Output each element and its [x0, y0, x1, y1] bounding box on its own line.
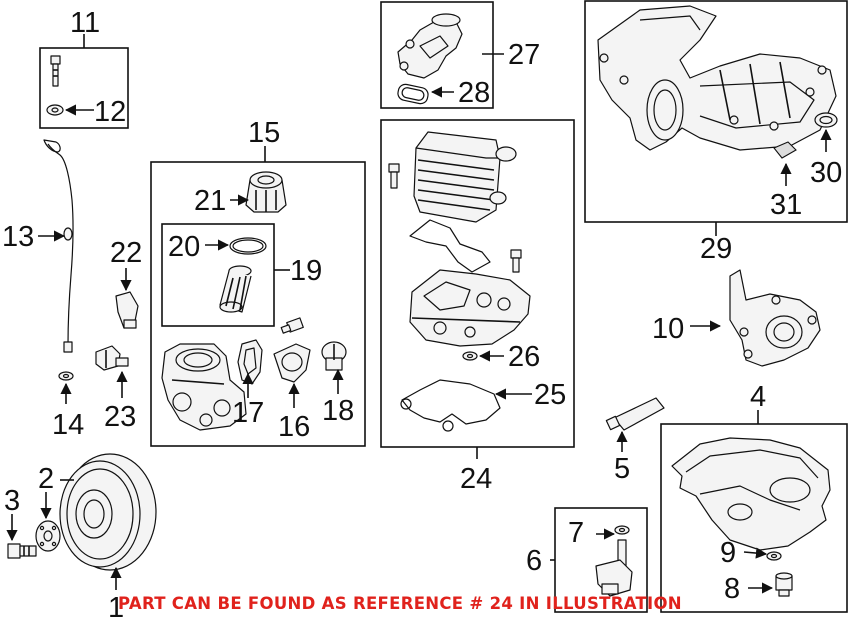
callout-26: 26 — [508, 341, 540, 373]
callout-27: 27 — [508, 39, 540, 71]
washer-part-9 — [766, 551, 782, 561]
leader-lines — [6, 34, 832, 594]
gasket-part-25 — [400, 379, 501, 432]
oil-cooler-part — [413, 131, 517, 223]
bolt-part — [50, 55, 61, 87]
callout-22: 22 — [110, 237, 142, 269]
callout-12: 12 — [94, 96, 126, 128]
callout-13: 13 — [2, 221, 34, 253]
gasket-part-17 — [237, 339, 263, 385]
group-box-27 — [380, 1, 494, 109]
washer-part-14 — [58, 371, 74, 381]
callout-31: 31 — [770, 189, 802, 221]
crankshaft-pulley-part — [59, 453, 157, 571]
washer-part-26 — [462, 351, 478, 361]
callout-18: 18 — [322, 395, 354, 427]
group-box-4 — [660, 423, 848, 613]
filter-cap-part — [245, 171, 287, 213]
o-ring-part — [229, 237, 267, 255]
drain-plug-part — [775, 572, 793, 597]
filter-element-part — [219, 265, 252, 313]
oil-pan-part — [671, 437, 831, 551]
adapter-part-27 — [397, 13, 463, 79]
gasket-part-16 — [273, 343, 311, 383]
callout-20: 20 — [168, 231, 200, 263]
pulley-bolt-part — [7, 543, 37, 559]
callout-10: 10 — [652, 313, 684, 345]
callout-16: 16 — [278, 411, 310, 443]
sealant-tube-part — [605, 397, 665, 431]
callout-5: 5 — [614, 453, 630, 485]
callout-6: 6 — [526, 545, 542, 577]
callout-29: 29 — [700, 233, 732, 265]
group-box-19 — [161, 223, 275, 327]
pad-part-31 — [773, 141, 797, 159]
washer-part-2 — [35, 520, 61, 552]
callout-15: 15 — [248, 117, 280, 149]
callout-7: 7 — [568, 517, 584, 549]
filter-housing-part — [161, 343, 247, 431]
callout-2: 2 — [38, 463, 54, 495]
oil-module-housing-part — [409, 269, 531, 347]
cooler-gasket-part — [409, 219, 491, 273]
bolt-part-24b — [510, 249, 522, 273]
callout-19: 19 — [290, 255, 322, 287]
sensor-part-23 — [95, 345, 129, 371]
callout-8: 8 — [724, 573, 740, 605]
callout-25: 25 — [534, 379, 566, 411]
group-box-15 — [150, 161, 366, 447]
callout-1: 1 — [108, 592, 124, 621]
bolt-part-24a — [388, 163, 400, 189]
callout-21: 21 — [194, 185, 226, 217]
washer-part-7 — [614, 525, 630, 535]
dipstick-part — [43, 139, 74, 353]
callout-4: 4 — [750, 381, 766, 413]
bolt-part-15 — [280, 317, 304, 334]
cover-part-10 — [729, 269, 821, 367]
sensor-part-22 — [115, 291, 139, 329]
callout-24: 24 — [460, 463, 492, 495]
callout-30: 30 — [810, 157, 842, 189]
seal-part-30 — [814, 112, 838, 128]
callout-23: 23 — [104, 401, 136, 433]
callout-9: 9 — [720, 537, 736, 569]
gasket-part-28 — [397, 83, 429, 105]
valve-part-18 — [321, 341, 347, 371]
reference-notice: PART CAN BE FOUND AS REFERENCE # 24 IN I… — [118, 594, 682, 613]
callout-11: 11 — [70, 7, 100, 39]
level-sensor-part — [595, 539, 633, 597]
callout-17: 17 — [232, 397, 264, 429]
callout-28: 28 — [458, 77, 490, 109]
callout-3: 3 — [4, 485, 20, 517]
intake-manifold-part — [597, 5, 837, 151]
washer-part-12 — [46, 104, 64, 116]
callout-14: 14 — [52, 409, 84, 441]
